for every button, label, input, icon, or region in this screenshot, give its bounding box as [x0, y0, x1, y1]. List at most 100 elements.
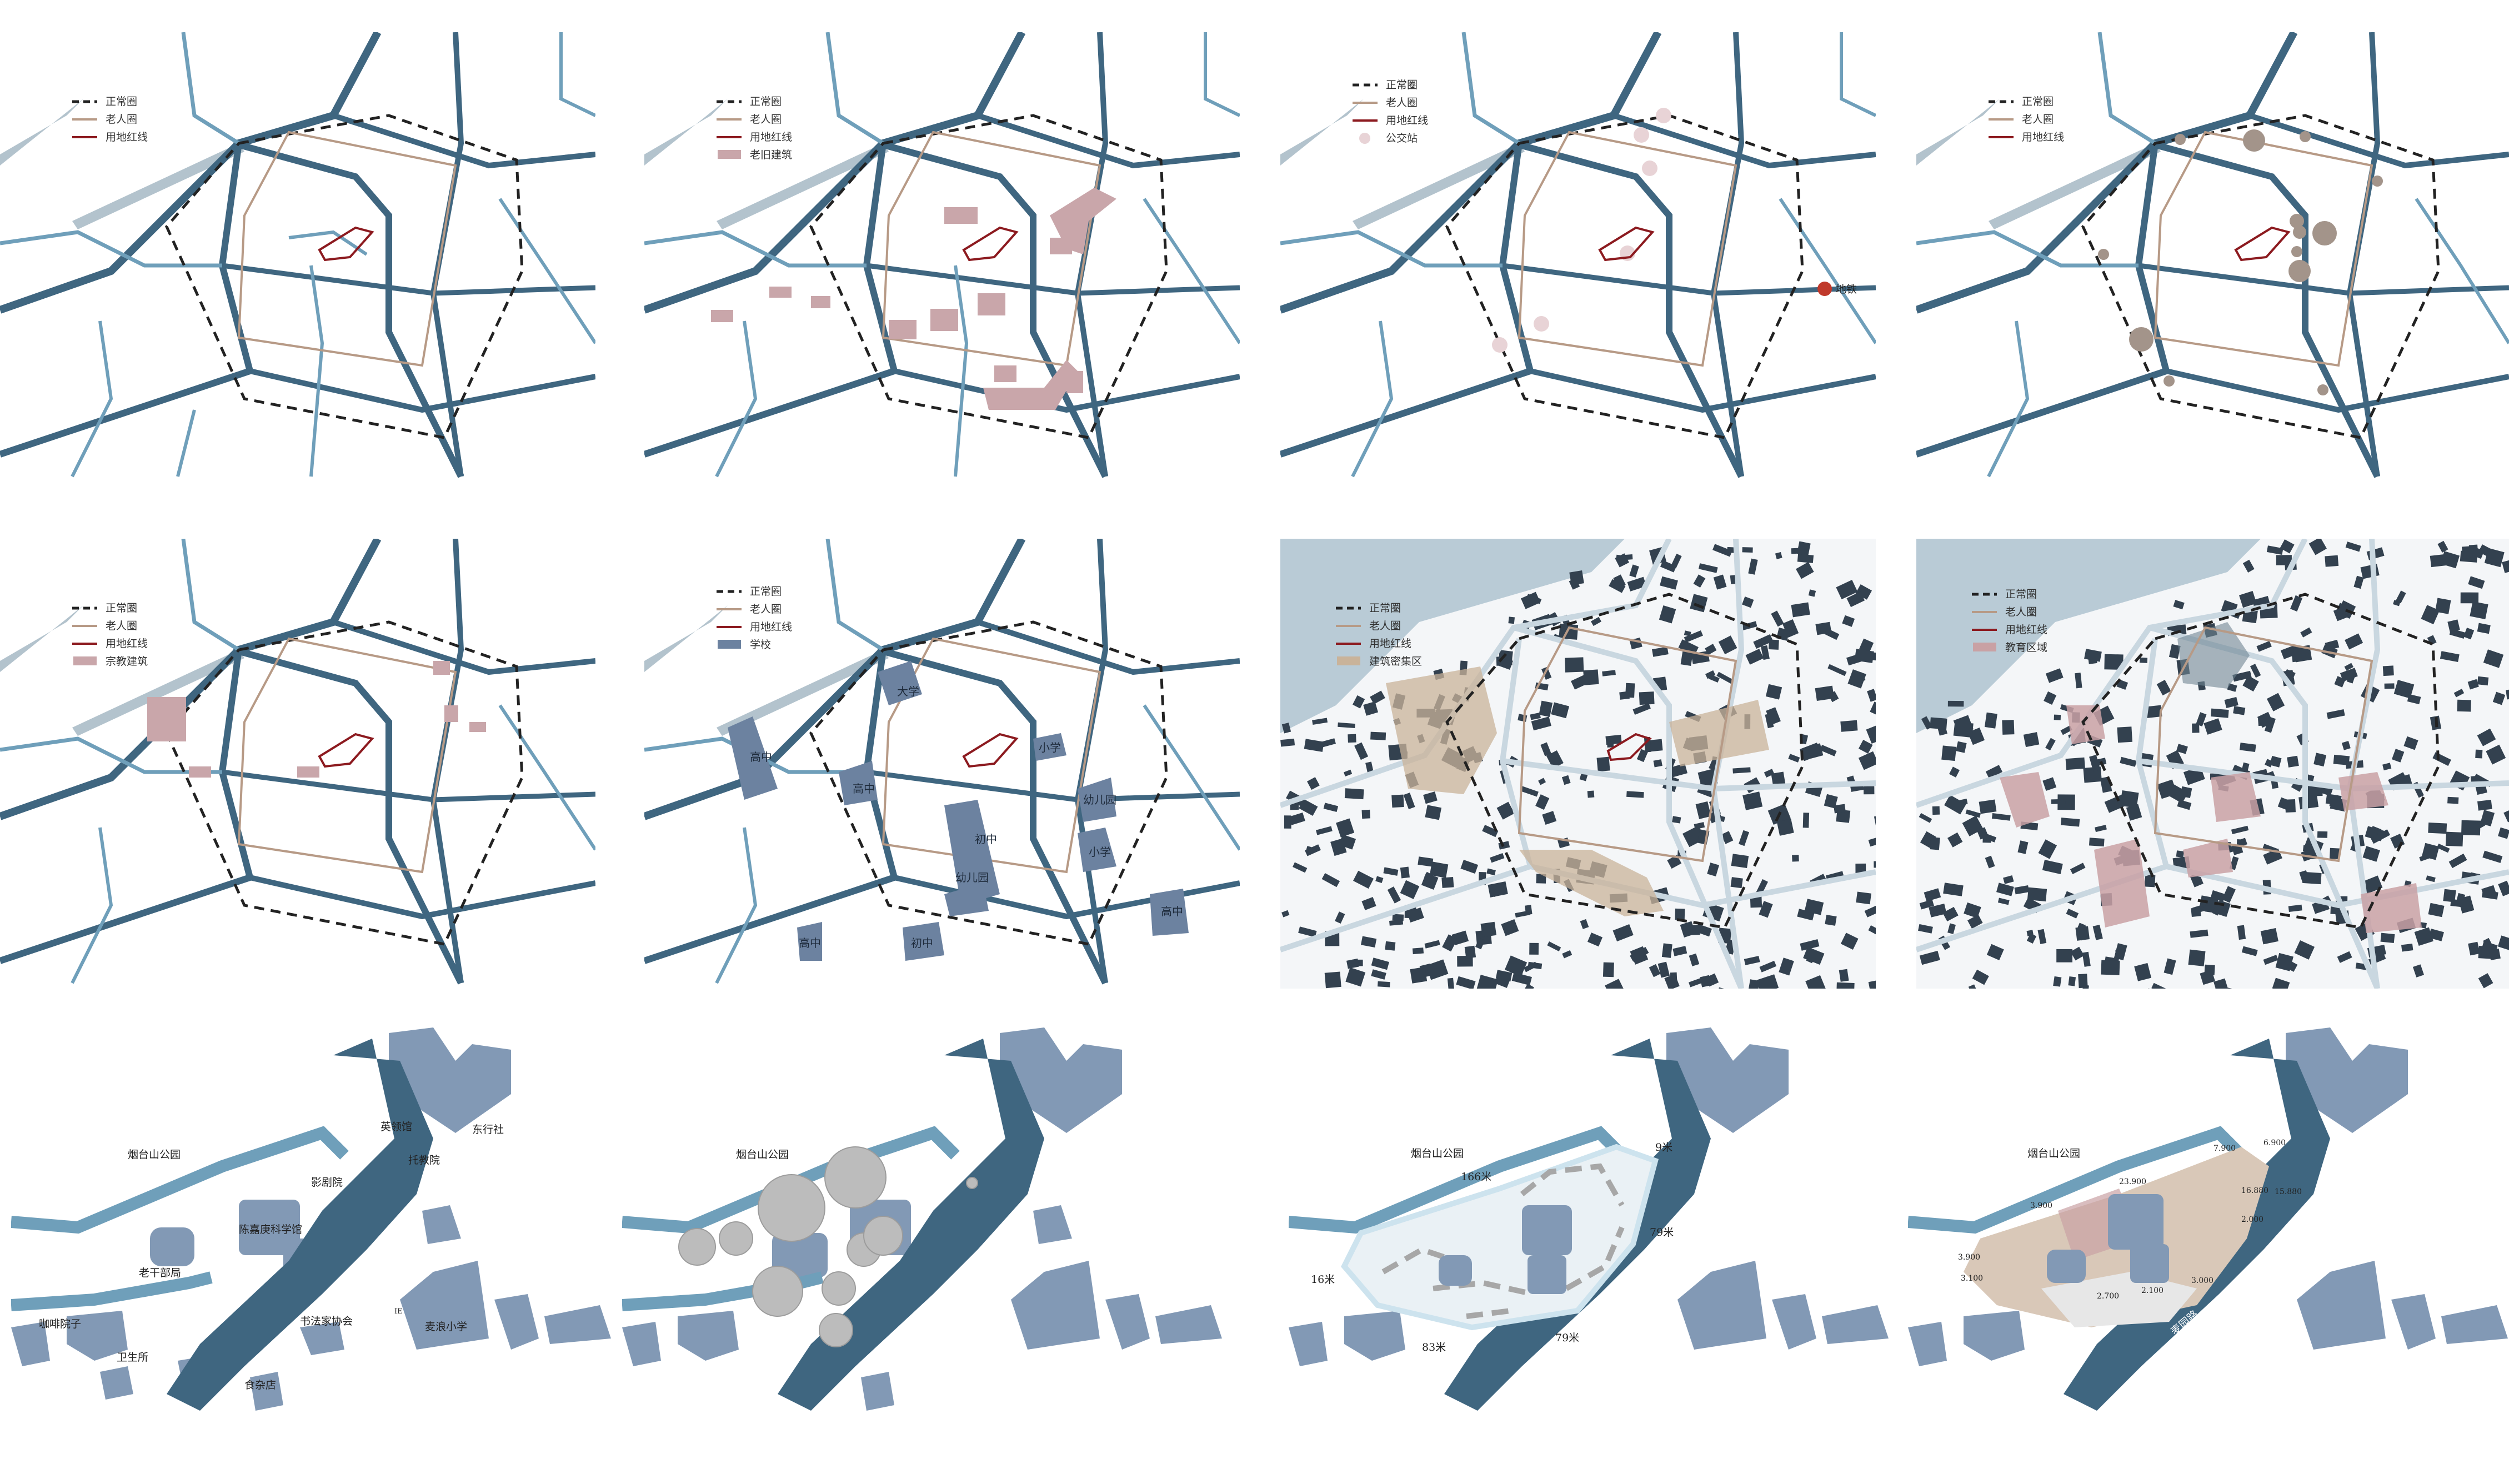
road-network	[1280, 32, 1876, 478]
building-footprint	[1441, 876, 1454, 888]
building-footprint	[1742, 596, 1754, 608]
building-footprint	[1803, 946, 1825, 965]
site-labels: 烟台山公园 英领馆 东行社 托教院 影剧院 陈嘉庚科学馆 老干部局 咖啡院子 卫…	[39, 1121, 504, 1391]
site-redline	[318, 226, 374, 262]
tree-canopy	[719, 1221, 753, 1256]
school-block	[878, 661, 922, 705]
building-footprint	[1565, 657, 1584, 673]
building-footprint	[2437, 540, 2448, 553]
label-science-school: 陈嘉庚科学馆	[239, 1224, 302, 1236]
legend-bus-stop: 公交站	[1386, 132, 1418, 144]
building-footprint	[1847, 669, 1866, 689]
building-footprint	[2173, 600, 2185, 610]
metro-label: 地铁	[1836, 283, 1857, 295]
block	[544, 1305, 611, 1344]
school-block	[839, 761, 878, 805]
building-footprint	[1529, 942, 1539, 955]
old-building	[978, 293, 1005, 315]
river	[644, 99, 728, 166]
building-footprint	[2053, 976, 2062, 987]
minor-road	[1204, 32, 1240, 117]
major-road	[2248, 113, 2509, 169]
building-footprint	[1535, 794, 1550, 810]
building-footprint	[1551, 702, 1570, 719]
building-footprint	[2426, 875, 2436, 883]
building-footprint	[1649, 964, 1661, 977]
building-footprint	[1495, 971, 1512, 988]
building-footprint	[1370, 690, 1385, 705]
legend-elderly-circle: 老人圈	[106, 113, 137, 126]
building-footprint	[2362, 846, 2380, 862]
building-footprint	[1683, 925, 1700, 936]
panel-6-schools: 大学 高中 高中 小学 幼儿园 初中 小学 幼儿园 高中 初中 高中 正常圈 老…	[644, 539, 1240, 985]
building-footprint	[1475, 937, 1485, 950]
building-footprint	[1996, 883, 2014, 896]
building-footprint	[1424, 940, 1440, 949]
building-footprint	[1280, 738, 1295, 747]
building-footprint	[1482, 825, 1499, 838]
legend-site-redline: 用地红线	[750, 131, 792, 143]
site-redline	[318, 733, 374, 768]
building-footprint	[2260, 927, 2278, 945]
building-footprint	[2478, 946, 2492, 959]
street	[2346, 539, 2381, 989]
building-footprint	[1941, 745, 1957, 761]
tree-canopy	[824, 1146, 887, 1209]
building-footprint	[2308, 539, 2327, 555]
building-footprint	[1834, 804, 1846, 814]
building-footprint	[1488, 881, 1508, 898]
major-road	[2149, 140, 2381, 478]
old-building	[1050, 188, 1116, 254]
old-building-swatch	[718, 150, 741, 159]
building-footprint	[2468, 941, 2480, 956]
building-footprint	[1442, 934, 1458, 952]
building-footprint	[1964, 902, 1981, 919]
building-footprint	[2236, 839, 2245, 845]
minor-road	[644, 230, 867, 268]
building-footprint	[1344, 769, 1353, 777]
building-footprint	[1805, 975, 1826, 989]
legend-elderly-circle: 老人圈	[750, 113, 782, 126]
major-road	[0, 649, 254, 964]
legend-school: 学校	[750, 639, 771, 651]
site-redline	[962, 226, 1019, 262]
building-footprint	[2070, 946, 2085, 961]
site-redline	[962, 733, 1019, 768]
building-footprint	[1378, 981, 1390, 987]
building-footprint	[1536, 874, 1546, 884]
building-footprint	[1718, 635, 1737, 655]
building-footprint	[1587, 932, 1603, 947]
building-footprint	[1353, 870, 1374, 889]
building-footprint	[2002, 720, 2015, 735]
building-footprint	[1797, 554, 1814, 563]
building-footprint	[1387, 886, 1401, 904]
building-footprint	[2457, 699, 2471, 712]
minor-road	[1916, 230, 2139, 268]
building-footprint	[2299, 870, 2310, 883]
building-footprint	[2252, 595, 2270, 608]
building-footprint	[2325, 555, 2339, 567]
building-footprint	[1538, 778, 1546, 785]
building-footprint	[1788, 754, 1800, 763]
building-footprint	[2242, 559, 2255, 573]
building-footprint	[1629, 564, 1639, 578]
legend-site-redline: 用地红线	[106, 131, 148, 143]
site-redline	[1606, 733, 1652, 761]
building-footprint	[2463, 628, 2475, 640]
building-footprint	[2288, 904, 2302, 913]
building-footprint	[1583, 669, 1599, 685]
building-footprint	[2317, 831, 2328, 838]
building-footprint	[1874, 861, 1876, 868]
road-network	[644, 32, 1240, 478]
building-footprint	[2060, 818, 2080, 827]
building-footprint	[1335, 911, 1345, 924]
building-footprint	[1756, 879, 1768, 896]
building-footprint	[2480, 810, 2495, 826]
building-footprint	[1867, 689, 1876, 702]
building-footprint	[1698, 563, 1718, 573]
building-footprint	[1842, 615, 1855, 627]
legend-old-buildings: 老旧建筑	[750, 149, 792, 161]
building-footprint	[1968, 984, 1979, 989]
building-footprint	[1919, 899, 1934, 910]
building-footprint	[1353, 695, 1365, 709]
